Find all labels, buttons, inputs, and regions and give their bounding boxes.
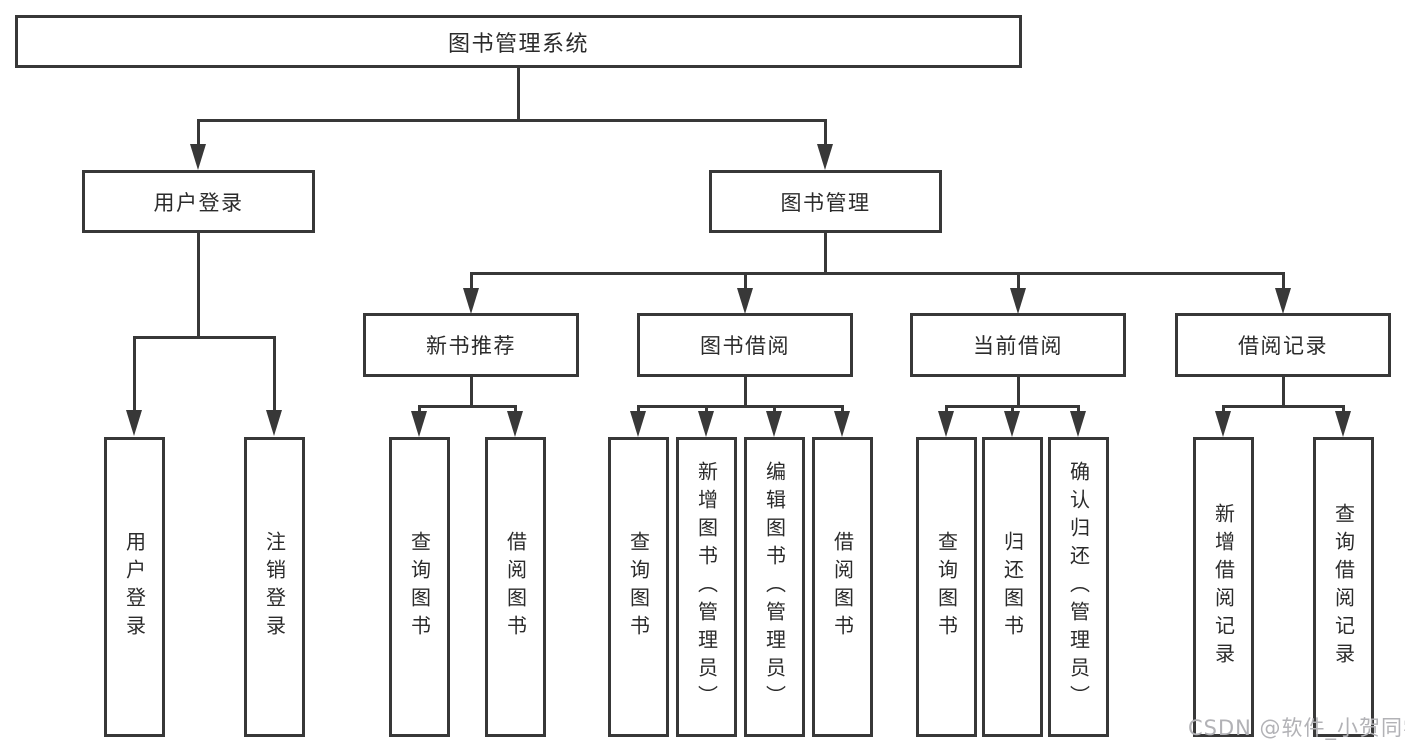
arrowhead-g4-2	[1004, 411, 1020, 437]
connector-g2-horizontal	[418, 405, 517, 408]
arrowhead-g5-2	[1335, 411, 1351, 437]
connector-stem-current-borrow	[1017, 272, 1020, 294]
node-current-borrow-label: 当前借阅	[973, 334, 1063, 358]
leaf-borrow-book-recommend: 借阅图书	[485, 437, 546, 737]
connector-root-horizontal	[197, 119, 827, 122]
arrowhead-g4-1	[938, 411, 954, 437]
connector-login-horizontal	[133, 336, 276, 339]
arrowhead-g2-2	[507, 411, 523, 437]
arrowhead-g4-3	[1070, 411, 1086, 437]
leaf-confirm-return-admin: 确认归还（管理员）	[1048, 437, 1109, 737]
arrowhead-g3-2	[698, 411, 714, 437]
node-book-borrow: 图书借阅	[637, 313, 853, 377]
arrowhead-borrow-records	[1275, 288, 1291, 314]
node-library-system-label: 图书管理系统	[447, 31, 589, 57]
node-new-book-recommend: 新书推荐	[363, 313, 579, 377]
leaf-query-borrow-record-label: 查询借阅记录	[1331, 503, 1356, 671]
leaf-add-borrow-record-label: 新增借阅记录	[1211, 503, 1236, 671]
leaf-edit-book-admin: 编辑图书（管理员）	[744, 437, 805, 737]
node-book-management-label: 图书管理	[780, 190, 871, 215]
leaf-query-books-borrow: 查询图书	[608, 437, 669, 737]
leaf-logout: 注销登录	[244, 437, 305, 737]
connector-stem-borrow-records	[1282, 272, 1285, 294]
connector-stem-new-book	[470, 272, 473, 294]
leaf-query-books-current: 查询图书	[916, 437, 977, 737]
connector-g3-horizontal	[637, 405, 844, 408]
connector-stem-leaf-login	[133, 336, 136, 416]
leaf-return-book-label: 归还图书	[1000, 531, 1025, 643]
arrowhead-g5-1	[1215, 411, 1231, 437]
leaf-query-books-current-label: 查询图书	[934, 531, 959, 643]
arrowhead-new-book	[463, 288, 479, 314]
leaf-query-books-recommend-label: 查询图书	[407, 531, 432, 643]
leaf-user-login: 用户登录	[104, 437, 165, 737]
leaf-return-book: 归还图书	[982, 437, 1043, 737]
csdn-watermark: CSDN @软件_小贺同学	[1188, 716, 1405, 740]
arrowhead-g3-1	[630, 411, 646, 437]
arrowhead-current-borrow	[1010, 288, 1026, 314]
arrowhead-book-management	[817, 144, 833, 170]
arrowhead-leaf-login	[126, 410, 142, 436]
leaf-borrow-book-recommend-label: 借阅图书	[503, 531, 528, 643]
connector-stem-user-login	[197, 119, 200, 151]
node-new-book-recommend-label: 新书推荐	[426, 334, 516, 358]
connector-stem-book-management	[824, 119, 827, 151]
leaf-add-book-admin-label: 新增图书（管理员）	[694, 461, 719, 713]
connector-g4-stem	[1017, 377, 1020, 407]
connector-stem-book-borrow	[744, 272, 747, 294]
node-user-login-label: 用户登录	[153, 190, 244, 215]
connector-login-stem	[197, 233, 200, 339]
leaf-borrow-book: 借阅图书	[812, 437, 873, 737]
connector-g2-stem	[470, 377, 473, 407]
leaf-confirm-return-admin-label: 确认归还（管理员）	[1066, 461, 1091, 713]
node-book-management: 图书管理	[709, 170, 942, 233]
arrowhead-g3-4	[834, 411, 850, 437]
connector-g5-horizontal	[1222, 405, 1345, 408]
leaf-add-book-admin: 新增图书（管理员）	[676, 437, 737, 737]
node-current-borrow: 当前借阅	[910, 313, 1126, 377]
node-book-borrow-label: 图书借阅	[700, 334, 790, 358]
node-user-login: 用户登录	[82, 170, 315, 233]
leaf-logout-label: 注销登录	[262, 531, 287, 643]
arrowhead-book-borrow	[737, 288, 753, 314]
connector-root-stem	[517, 68, 520, 121]
leaf-query-books-recommend: 查询图书	[389, 437, 450, 737]
connector-g5-stem	[1282, 377, 1285, 407]
arrowhead-leaf-logout	[266, 410, 282, 436]
leaf-edit-book-admin-label: 编辑图书（管理员）	[762, 461, 787, 713]
arrowhead-g3-3	[766, 411, 782, 437]
node-library-system: 图书管理系统	[15, 15, 1022, 68]
node-borrow-records: 借阅记录	[1175, 313, 1391, 377]
arrowhead-user-login	[190, 144, 206, 170]
leaf-add-borrow-record: 新增借阅记录	[1193, 437, 1254, 737]
arrowhead-g2-1	[411, 411, 427, 437]
connector-stem-leaf-logout	[273, 336, 276, 416]
leaf-query-books-borrow-label: 查询图书	[626, 531, 651, 643]
leaf-user-login-label: 用户登录	[122, 531, 147, 643]
connector-g3-stem	[744, 377, 747, 407]
node-borrow-records-label: 借阅记录	[1238, 334, 1328, 358]
connector-mgmt-stem	[824, 233, 827, 275]
leaf-query-borrow-record: 查询借阅记录	[1313, 437, 1374, 737]
connector-mgmt-horizontal	[470, 272, 1285, 275]
leaf-borrow-book-label: 借阅图书	[830, 531, 855, 643]
